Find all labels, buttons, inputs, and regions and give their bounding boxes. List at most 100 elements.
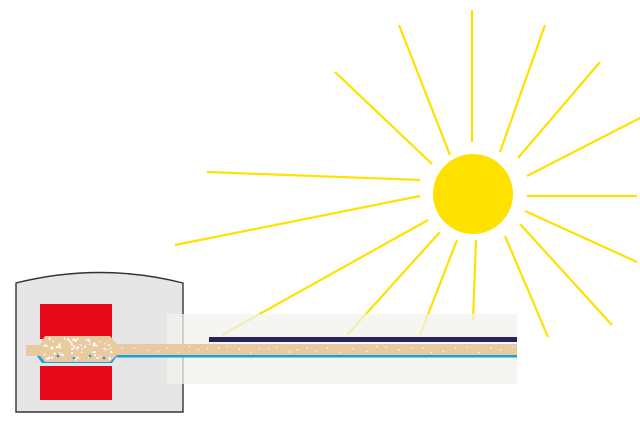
particle xyxy=(268,348,270,350)
particle xyxy=(103,347,105,350)
particle xyxy=(177,351,179,353)
droplet xyxy=(88,354,92,358)
particle xyxy=(166,347,168,350)
particle xyxy=(258,348,260,350)
particle xyxy=(80,351,83,354)
sun-ray xyxy=(517,61,601,159)
particle xyxy=(108,344,110,347)
particle xyxy=(72,345,75,348)
particle xyxy=(99,355,102,358)
particle xyxy=(421,347,424,349)
particle xyxy=(352,348,354,350)
sun-ray xyxy=(397,24,452,156)
particle xyxy=(250,351,252,353)
particle xyxy=(108,357,112,360)
sun-ray xyxy=(524,209,638,264)
sun-ray xyxy=(206,170,421,182)
particle xyxy=(466,346,468,348)
particle xyxy=(326,346,329,349)
particle xyxy=(72,338,76,342)
particle xyxy=(76,338,79,341)
particle xyxy=(89,340,91,343)
sun-icon xyxy=(433,154,513,234)
particle xyxy=(59,352,61,354)
particle xyxy=(338,351,340,353)
particle xyxy=(110,351,113,354)
particle xyxy=(46,345,49,348)
particle xyxy=(454,347,457,349)
particle xyxy=(442,350,444,353)
particle xyxy=(50,347,53,350)
magnet-top-block xyxy=(40,304,112,339)
droplet xyxy=(72,356,76,360)
particle xyxy=(73,346,76,349)
particle xyxy=(79,344,81,346)
particle xyxy=(57,345,60,348)
particle xyxy=(94,354,96,357)
particle xyxy=(238,348,241,350)
particle xyxy=(74,339,78,343)
particle xyxy=(133,347,136,349)
sun-ray xyxy=(503,235,550,338)
particle xyxy=(80,344,82,347)
particle xyxy=(110,347,112,349)
particle xyxy=(104,343,106,345)
particle xyxy=(157,351,159,353)
particle xyxy=(85,338,88,341)
particle xyxy=(276,346,278,348)
particle xyxy=(67,338,70,342)
particle xyxy=(43,353,46,356)
particle xyxy=(478,352,480,354)
particle xyxy=(70,343,74,346)
water-line xyxy=(117,355,517,358)
droplet xyxy=(56,354,60,358)
particle xyxy=(398,349,400,351)
particle xyxy=(365,350,368,353)
particle xyxy=(104,348,107,351)
particle xyxy=(43,344,46,347)
particle xyxy=(511,346,513,348)
particle xyxy=(59,353,61,356)
particle xyxy=(121,346,123,349)
particle xyxy=(71,347,74,351)
collector-tube xyxy=(26,336,517,362)
particle xyxy=(218,347,220,349)
particle xyxy=(96,357,99,360)
particle xyxy=(91,351,94,353)
particle xyxy=(430,351,433,354)
particle xyxy=(87,340,90,342)
particle xyxy=(76,346,79,349)
sun-ray xyxy=(174,194,421,247)
particle xyxy=(207,348,209,350)
sun-rays xyxy=(174,10,640,338)
particle xyxy=(490,347,492,349)
particle xyxy=(70,351,74,355)
particle xyxy=(385,346,387,348)
particle xyxy=(52,341,54,343)
particle xyxy=(46,357,49,361)
particle xyxy=(147,349,149,351)
particle xyxy=(296,349,299,351)
particle xyxy=(63,337,66,340)
tube-particles xyxy=(43,337,513,361)
particle xyxy=(87,338,90,341)
particle xyxy=(197,348,199,351)
particle xyxy=(188,345,190,348)
particle xyxy=(53,352,56,355)
particle xyxy=(95,344,98,347)
particle xyxy=(76,349,78,351)
particle xyxy=(226,345,228,348)
particle xyxy=(88,343,91,345)
particle xyxy=(306,347,308,350)
particle xyxy=(500,349,502,351)
particle xyxy=(108,348,110,350)
sun-ray xyxy=(526,117,640,177)
particle xyxy=(93,351,96,354)
droplet xyxy=(102,356,106,360)
particle xyxy=(92,344,96,347)
cover-strip xyxy=(209,337,517,342)
particle xyxy=(81,347,83,350)
sun-ray xyxy=(334,71,433,165)
particle xyxy=(99,341,102,343)
particle xyxy=(83,345,87,349)
